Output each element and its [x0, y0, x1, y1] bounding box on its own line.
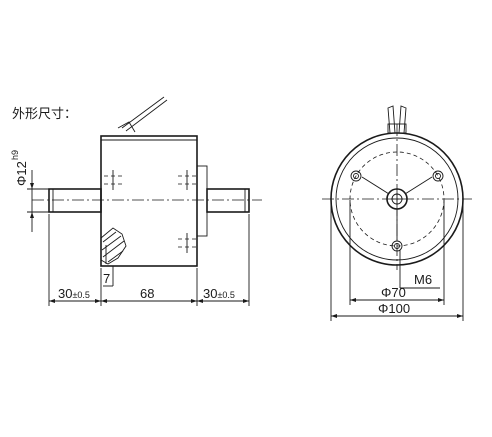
screw-hole-bottom-right — [178, 233, 196, 253]
dimensions-title: 外形尺寸： — [12, 107, 77, 122]
shaft-tolerance-label: h9 — [10, 150, 20, 160]
right-shaft-length-label: 30±0.5 — [203, 286, 235, 301]
detail-7-label: 7 — [103, 271, 110, 286]
left-shaft — [48, 188, 102, 213]
right-shaft — [206, 188, 250, 213]
shaft-diameter-label: Φ12 — [14, 161, 29, 186]
outer-diameter-label: Φ100 — [378, 301, 410, 316]
bolt-circle-label: Φ70 — [381, 285, 406, 300]
bolt-hole-right — [432, 170, 444, 182]
end-view: M6 Φ70 Φ100 — [322, 105, 472, 321]
bolt-hole-left — [350, 170, 362, 182]
sensor-housing — [100, 135, 198, 267]
cable — [117, 96, 168, 133]
section-detail — [100, 227, 127, 265]
shaft-diameter-dimension: Φ12 h9 — [10, 150, 49, 232]
body-length-label: 68 — [140, 286, 154, 301]
screw-hole-top-left — [104, 170, 122, 190]
housing-flange — [196, 165, 208, 237]
screw-hole-top-right — [178, 170, 196, 190]
side-view: Φ12 h9 7 30±0.5 68 30±0.5 — [10, 96, 262, 306]
left-shaft-length-label: 30±0.5 — [58, 286, 90, 301]
thread-label: M6 — [414, 272, 432, 287]
